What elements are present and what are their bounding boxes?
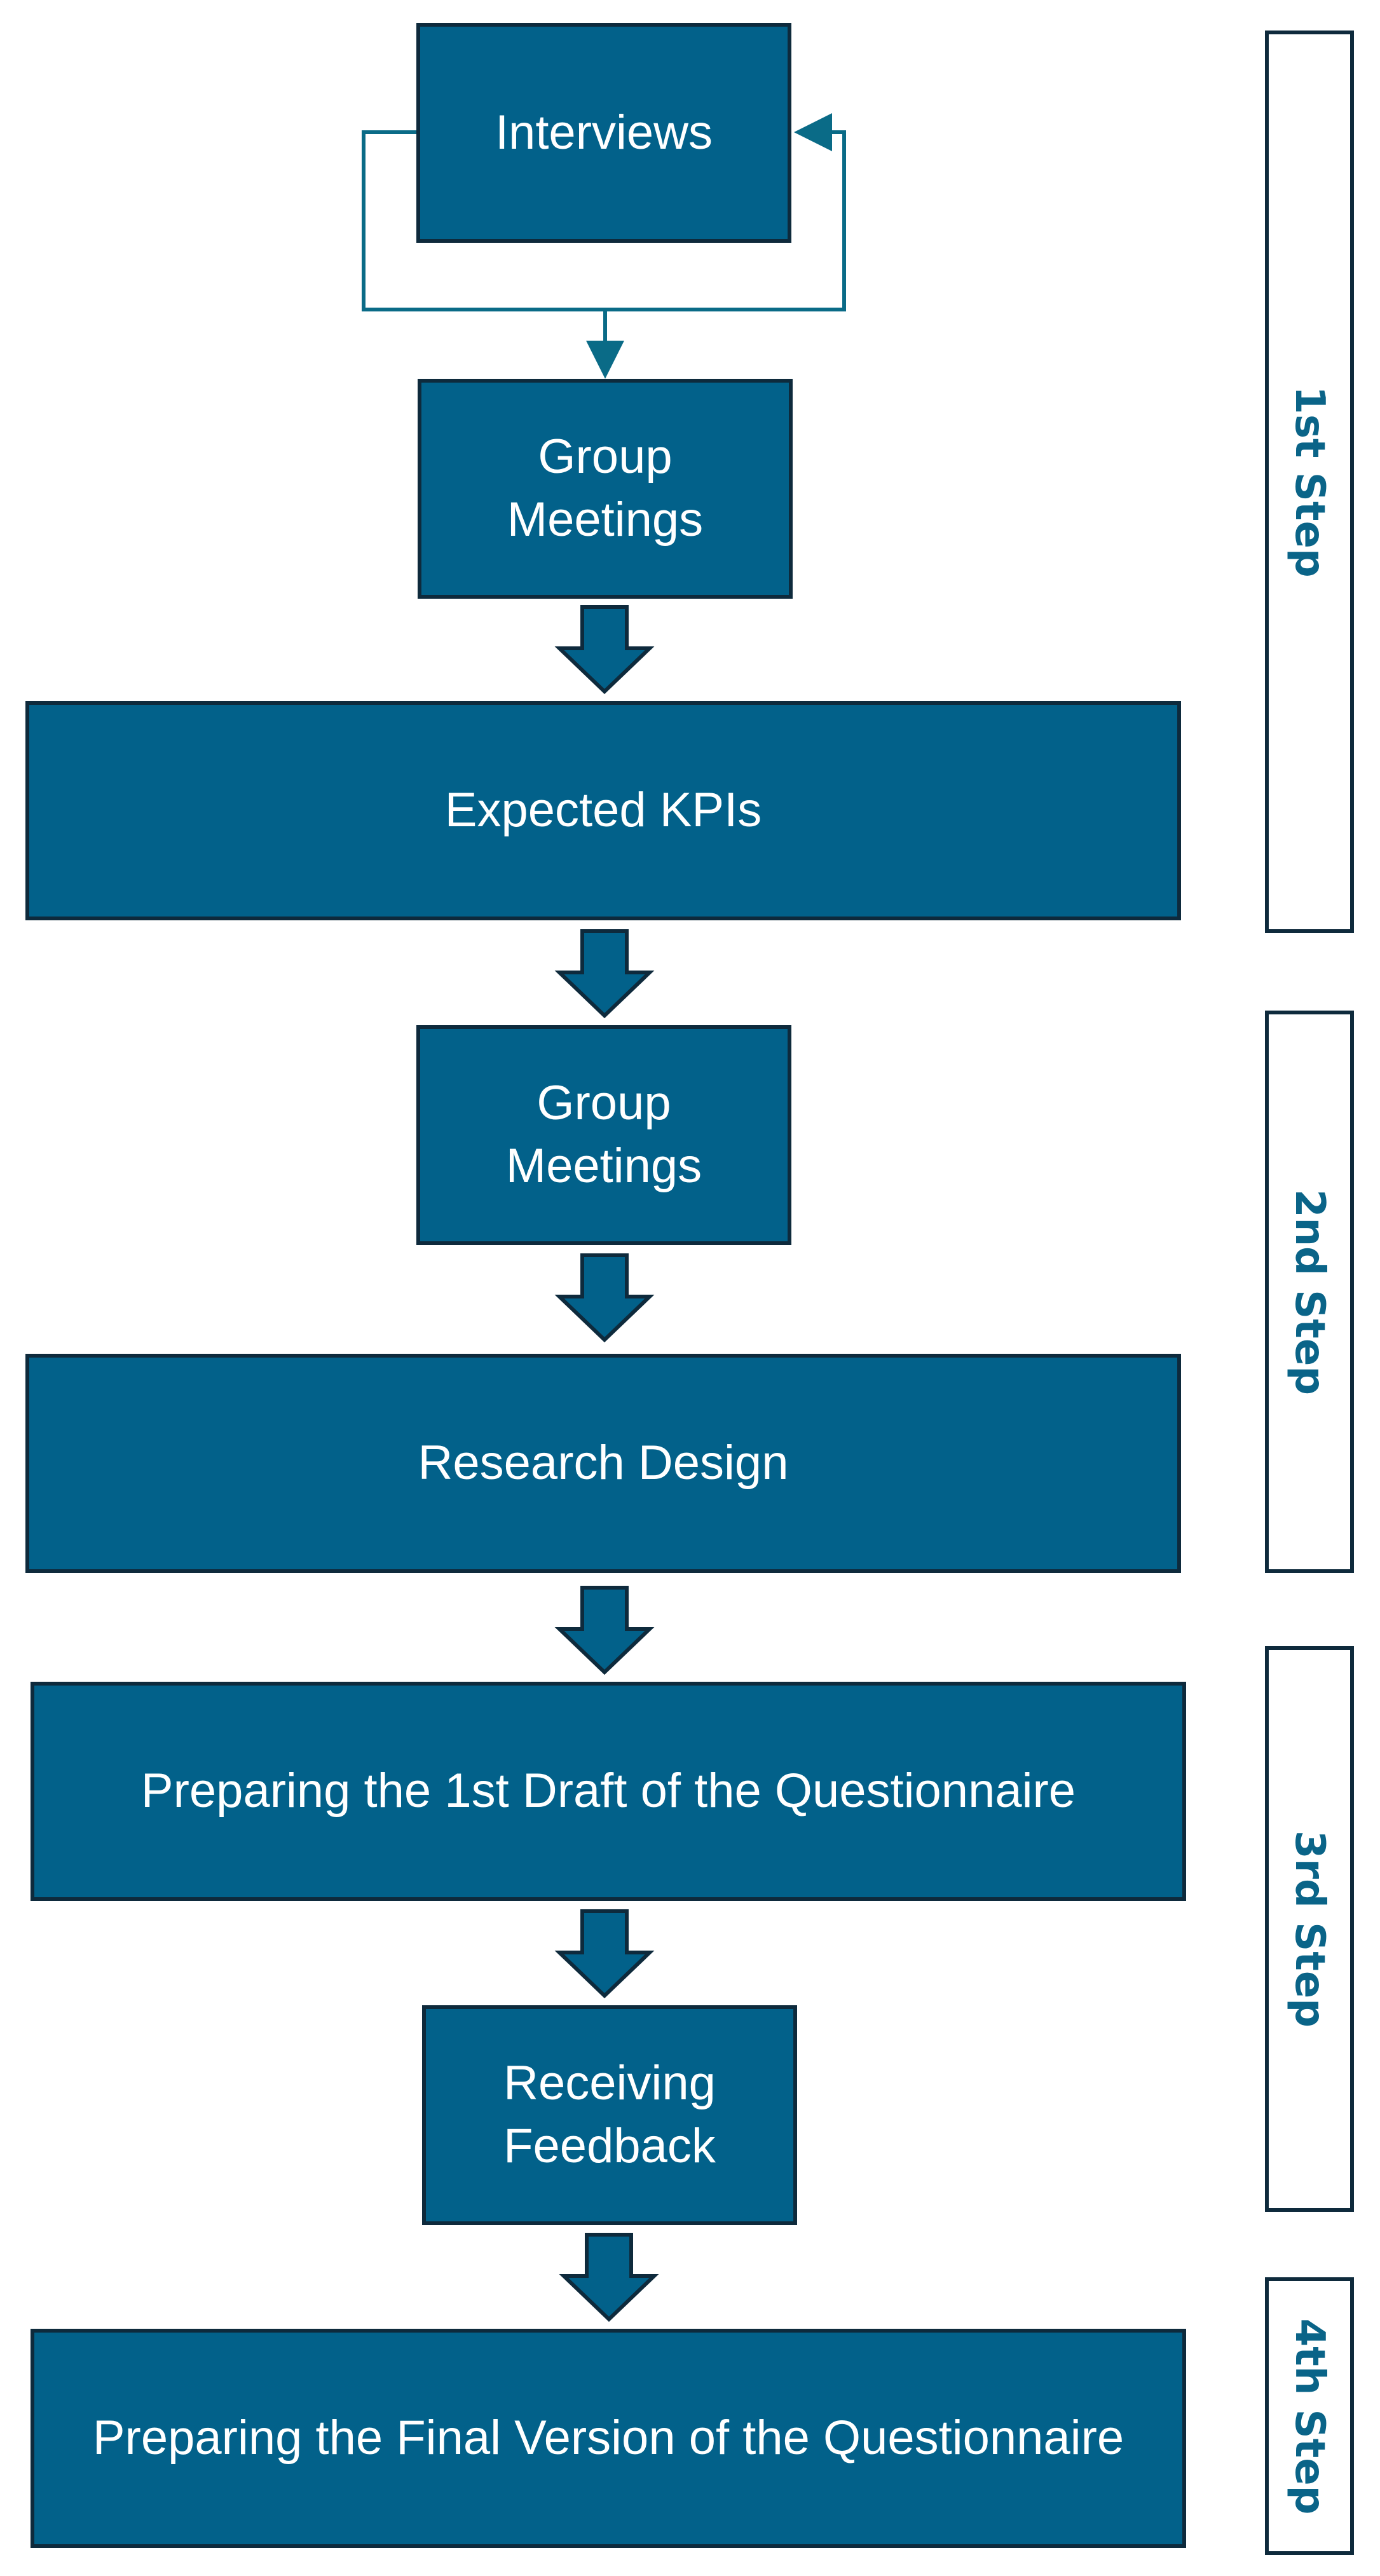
receiving-feedback-box: Receiving Feedback — [422, 2005, 797, 2225]
first-draft-box: Preparing the 1st Draft of the Questionn… — [31, 1682, 1186, 1901]
step-3-box: 3rd Step — [1265, 1646, 1354, 2212]
block-arrow-1 — [554, 605, 655, 695]
research-design-box: Research Design — [25, 1354, 1181, 1573]
block-arrow-2 — [554, 929, 655, 1019]
block-arrow-6 — [559, 2233, 659, 2322]
expected-kpis-box: Expected KPIs — [25, 701, 1181, 920]
step-1-box: 1st Step — [1265, 31, 1354, 933]
group-meetings-box-1: Group Meetings — [418, 379, 793, 599]
group-meetings-box-2: Group Meetings — [416, 1025, 791, 1245]
step-4-box: 4th Step — [1265, 2277, 1354, 2555]
block-arrow-5 — [554, 1909, 655, 1999]
block-arrow-4 — [554, 1586, 655, 1675]
step-1-label: 1st Step — [1286, 386, 1333, 578]
step-2-label: 2nd Step — [1286, 1189, 1333, 1395]
step-2-box: 2nd Step — [1265, 1011, 1354, 1573]
step-4-label: 4th Step — [1286, 2318, 1333, 2514]
interviews-box: Interviews — [416, 23, 791, 243]
final-version-box: Preparing the Final Version of the Quest… — [31, 2329, 1186, 2548]
step-3-label: 3rd Step — [1286, 1830, 1333, 2028]
block-arrow-3 — [554, 1253, 655, 1343]
